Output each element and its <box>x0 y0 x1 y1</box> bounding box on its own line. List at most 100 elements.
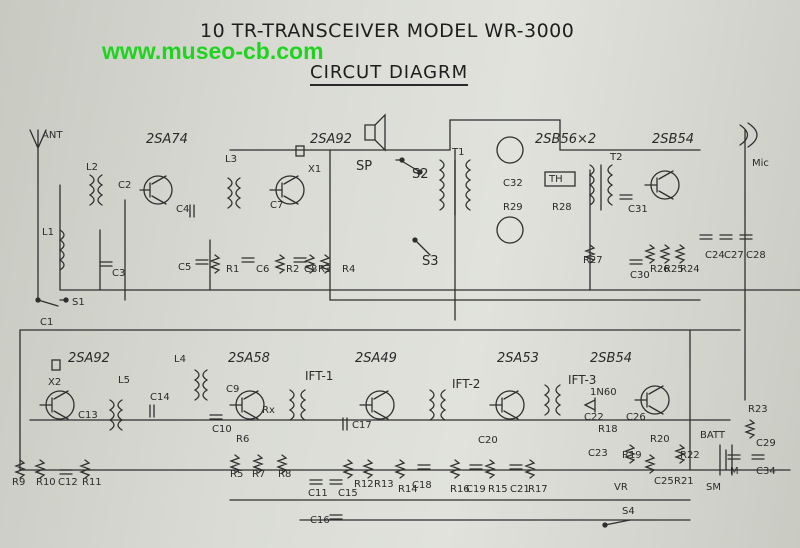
label-c19: C19 <box>466 484 486 495</box>
label-c27: C27 <box>724 250 744 261</box>
ift-2-coil <box>428 389 447 421</box>
label-c31: C31 <box>628 204 648 215</box>
schematic-mark <box>412 237 418 243</box>
wire-right-bus <box>689 129 746 471</box>
label-1n60: 1N60 <box>590 387 617 398</box>
label-ift2: IFT-2 <box>452 377 480 391</box>
thermistor-th <box>544 171 576 187</box>
label-t2: T2 <box>609 152 622 163</box>
label-r18: R18 <box>598 424 618 435</box>
label-2sa74: 2SA74 <box>146 132 188 147</box>
label-r22: R22 <box>680 450 700 461</box>
coil-l3 <box>226 177 242 209</box>
label-c12: C12 <box>58 477 78 488</box>
label-2sb54-bottom: 2SB54 <box>590 351 632 366</box>
diagram-title: 10 TR-TRANSCEIVER MODEL WR-3000 <box>200 20 575 42</box>
coil-l2 <box>88 174 104 206</box>
label-r10: R10 <box>36 477 56 488</box>
resistor-row-top <box>209 244 686 274</box>
label-r27: R27 <box>583 255 603 266</box>
label-2sa49: 2SA49 <box>355 351 397 366</box>
label-c13: C13 <box>78 410 98 421</box>
label-c22: C22 <box>584 412 604 423</box>
label-r24: R24 <box>680 264 700 275</box>
label-ift1: IFT-1 <box>305 369 333 383</box>
mic-symbol <box>739 122 758 148</box>
label-c24: C24 <box>705 250 725 261</box>
label-c29: C29 <box>756 438 776 449</box>
label-2sa92-bottom: 2SA92 <box>68 351 110 366</box>
label-2sb54-top: 2SB54 <box>652 132 694 147</box>
label-r9: R9 <box>12 477 25 488</box>
label-x1: X1 <box>308 164 321 175</box>
label-r16: R16 <box>450 484 470 495</box>
resistor-row-bottom <box>14 419 756 479</box>
label-r25: R25 <box>664 264 684 275</box>
label-r2: R2 <box>286 264 299 275</box>
label-s3: S3 <box>422 254 439 269</box>
coil-l1 <box>58 229 65 271</box>
label-r20: R20 <box>650 434 670 445</box>
label-c26: C26 <box>626 412 646 423</box>
label-c23: C23 <box>588 448 608 459</box>
label-r14: R14 <box>398 484 418 495</box>
schematic-mark <box>399 157 405 163</box>
label-s4: S4 <box>622 506 635 517</box>
transformer-t2 <box>588 164 614 211</box>
wire-top-supply <box>229 119 701 151</box>
label-r21: R21 <box>674 476 694 487</box>
label-2sa58: 2SA58 <box>228 351 270 366</box>
label-t1: T1 <box>451 147 464 158</box>
transformer-t1 <box>438 159 472 216</box>
label-th: TH <box>548 174 563 185</box>
diagram-subtitle: CIRCUT DIAGRM <box>310 62 469 86</box>
label-2sb56x2: 2SB56×2 <box>535 132 596 147</box>
schematic-mark <box>63 297 69 303</box>
ift-3-coil <box>543 384 562 416</box>
label-c5: C5 <box>178 262 191 273</box>
label-c21: C21 <box>510 484 530 495</box>
crystal-x1 <box>295 145 305 157</box>
coil-l4 <box>193 369 209 401</box>
label-l4: L4 <box>174 354 186 365</box>
capacitor-symbols <box>59 194 765 520</box>
switch-s3 <box>414 239 431 256</box>
label-x2: X2 <box>48 377 61 388</box>
crystal-x2 <box>51 359 61 371</box>
label-c28: C28 <box>746 250 766 261</box>
label-r11: R11 <box>82 477 102 488</box>
label-r15: R15 <box>488 484 508 495</box>
label-r23: R23 <box>748 404 768 415</box>
wire-bottom-bus <box>19 419 791 471</box>
label-sp: SP <box>356 159 372 174</box>
wire-mid-bus <box>19 329 741 471</box>
label-c7: C7 <box>270 200 283 211</box>
label-m: M <box>730 466 739 477</box>
label-c15: C15 <box>338 488 358 499</box>
label-batt: BATT <box>700 430 726 441</box>
wire-ground-bus <box>229 499 691 521</box>
label-c1: C1 <box>40 317 53 328</box>
label-c20: C20 <box>478 435 498 446</box>
label-c16: C16 <box>310 515 330 526</box>
speaker-symbol <box>364 113 386 152</box>
label-c11: C11 <box>308 488 328 499</box>
label-l2: L2 <box>86 162 98 173</box>
label-rx: Rx <box>262 405 275 416</box>
label-r29: R29 <box>503 202 523 213</box>
label-sm: SM <box>706 482 721 493</box>
label-r6: R6 <box>236 434 249 445</box>
antenna-symbol <box>29 129 47 301</box>
label-c25: C25 <box>654 476 674 487</box>
battery-symbol <box>719 444 733 476</box>
switch-s4 <box>604 519 631 526</box>
label-c2: C2 <box>118 180 131 191</box>
schematic-mark <box>602 522 608 528</box>
label-r3: R3 <box>318 264 331 275</box>
label-r17: R17 <box>528 484 548 495</box>
schematic-mark <box>35 297 41 303</box>
label-mic: Mic <box>752 158 769 169</box>
label-2sa92-top: 2SA92 <box>310 132 352 147</box>
label-c34: C34 <box>756 466 776 477</box>
